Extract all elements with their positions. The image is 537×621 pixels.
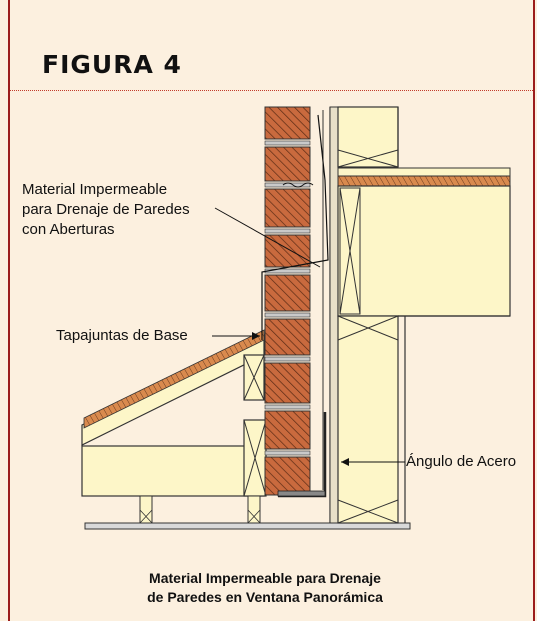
- drainage-membrane: [261, 114, 329, 340]
- figure-title: FIGURA 4: [42, 50, 182, 79]
- lower-wall-stud: [337, 315, 399, 524]
- joist-block-left: [139, 495, 153, 524]
- base-flashing-label: Tapajuntas de Base: [56, 327, 188, 344]
- membrane-label-line1: Material Impermeable: [22, 181, 168, 198]
- caption-line-1: Material Impermeable para Drenaje: [149, 570, 381, 586]
- subfloor: [337, 175, 511, 187]
- roof-shingles: [83, 329, 265, 429]
- upper-floor-joist: [337, 185, 511, 317]
- steel-angle-label: Ángulo de Acero: [406, 453, 517, 470]
- upper-wall-stud: [337, 106, 399, 168]
- joist-block-right: [247, 495, 261, 524]
- base-plate: [84, 522, 411, 530]
- frame-border-right: [533, 0, 535, 621]
- membrane-label-line3: con Aberturas: [22, 221, 115, 238]
- membrane-label-line2: para Drenaje de Paredes: [22, 201, 190, 218]
- brick-veneer: [264, 106, 311, 496]
- figure-caption: Material Impermeable para Drenaje de Par…: [100, 569, 430, 607]
- title-divider: [10, 90, 533, 91]
- caption-line-2: de Paredes en Ventana Panorámica: [147, 589, 383, 605]
- membrane-leader: [214, 207, 321, 268]
- frame-border-left: [8, 0, 10, 621]
- sheathing-strip: [329, 106, 339, 524]
- floor-joist: [81, 445, 265, 497]
